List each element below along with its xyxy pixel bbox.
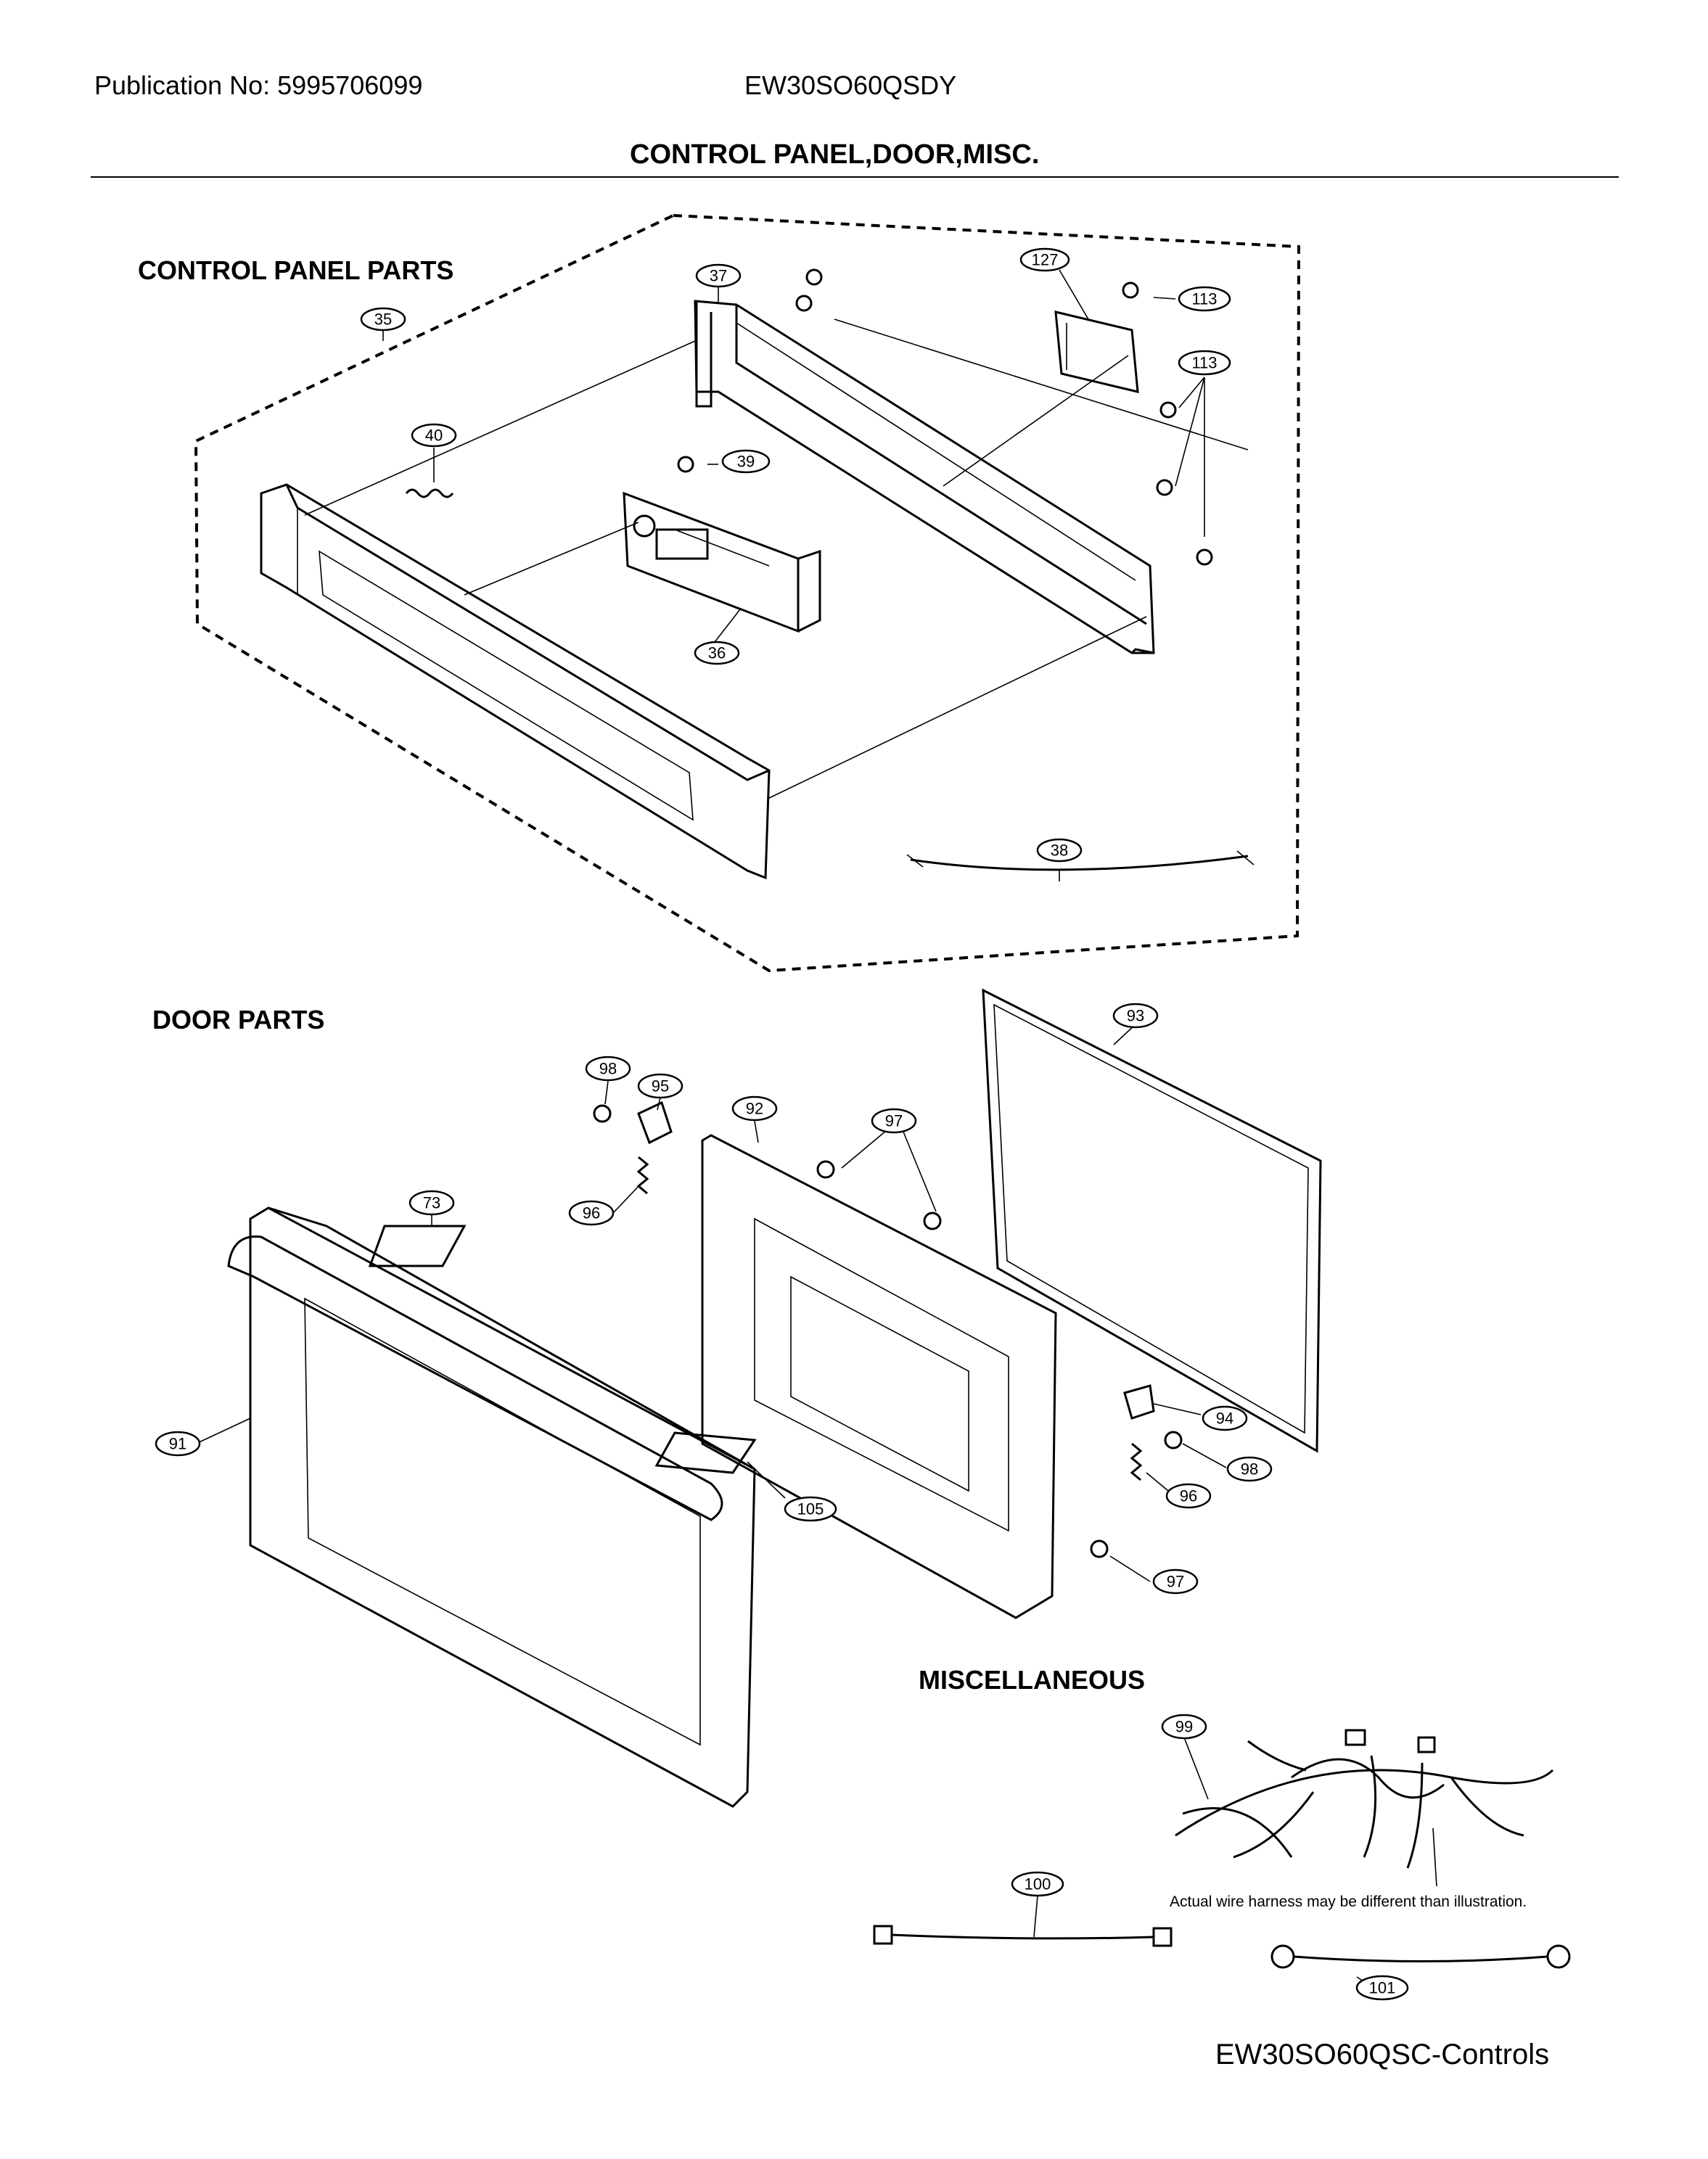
svg-text:37: 37 bbox=[710, 267, 727, 285]
svg-text:35: 35 bbox=[374, 311, 392, 329]
inner-door-liner bbox=[701, 1134, 1057, 1619]
callout-73: 73 bbox=[408, 1190, 455, 1216]
svg-text:93: 93 bbox=[1127, 1007, 1144, 1025]
callout-92: 92 bbox=[731, 1095, 778, 1122]
svg-text:98: 98 bbox=[1241, 1460, 1258, 1479]
guide-line bbox=[768, 616, 1147, 799]
callout-96-bottom: 96 bbox=[1165, 1483, 1212, 1509]
svg-text:36: 36 bbox=[708, 644, 726, 662]
callout-97-top: 97 bbox=[871, 1108, 917, 1134]
callout-93: 93 bbox=[1112, 1003, 1159, 1029]
svg-text:95: 95 bbox=[652, 1077, 669, 1095]
control-panel-leaders bbox=[382, 269, 1205, 881]
spring-part bbox=[405, 488, 454, 498]
svg-text:92: 92 bbox=[746, 1100, 763, 1118]
title-divider bbox=[91, 176, 1619, 178]
svg-text:101: 101 bbox=[1369, 1979, 1396, 1997]
callout-94: 94 bbox=[1202, 1405, 1248, 1431]
outer-door-panel bbox=[227, 1206, 756, 1808]
svg-text:94: 94 bbox=[1216, 1410, 1233, 1428]
svg-text:97: 97 bbox=[885, 1112, 903, 1130]
guide-line bbox=[304, 340, 696, 516]
publication-number: Publication No: 5995706099 bbox=[94, 70, 423, 100]
svg-text:127: 127 bbox=[1032, 251, 1059, 269]
label-part-73 bbox=[368, 1225, 467, 1267]
door-leaders bbox=[195, 1024, 1227, 1582]
callout-101: 101 bbox=[1355, 1975, 1409, 2001]
svg-text:40: 40 bbox=[425, 427, 443, 445]
guide-line bbox=[834, 318, 1249, 451]
wire-jumper-100 bbox=[873, 1925, 1173, 1947]
callout-127: 127 bbox=[1019, 247, 1070, 272]
guide-line bbox=[464, 522, 639, 596]
callout-96-top: 96 bbox=[568, 1200, 615, 1226]
svg-text:96: 96 bbox=[583, 1204, 600, 1222]
control-panel-back-bracket bbox=[694, 300, 1155, 654]
callout-97-bottom: 97 bbox=[1152, 1568, 1199, 1595]
control-switch-assembly bbox=[623, 491, 821, 633]
svg-text:96: 96 bbox=[1180, 1487, 1197, 1505]
control-panel-front bbox=[260, 483, 771, 880]
callout-99: 99 bbox=[1161, 1714, 1207, 1740]
section-title-control-panel: CONTROL PANEL PARTS bbox=[138, 255, 454, 285]
svg-text:98: 98 bbox=[599, 1060, 617, 1078]
callout-91: 91 bbox=[155, 1431, 201, 1457]
label-part-105 bbox=[654, 1431, 757, 1474]
svg-text:39: 39 bbox=[737, 453, 755, 471]
callout-36: 36 bbox=[694, 641, 740, 665]
callout-98-bottom: 98 bbox=[1226, 1456, 1273, 1482]
control-board bbox=[1054, 311, 1139, 393]
svg-text:97: 97 bbox=[1167, 1573, 1184, 1591]
section-title-door: DOOR PARTS bbox=[152, 1005, 325, 1035]
svg-text:73: 73 bbox=[423, 1194, 440, 1212]
callout-40: 40 bbox=[411, 423, 457, 448]
callout-105: 105 bbox=[784, 1496, 837, 1522]
diagram-id-footer: EW30SO60QSC-Controls bbox=[1215, 2039, 1550, 2070]
callout-37: 37 bbox=[695, 263, 742, 288]
section-title-misc: MISCELLANEOUS bbox=[919, 1665, 1146, 1695]
ground-wire-101 bbox=[1270, 1944, 1571, 1969]
callout-39: 39 bbox=[721, 449, 771, 474]
callout-113-right: 113 bbox=[1178, 350, 1231, 376]
main-wire-harness bbox=[1175, 1729, 1554, 1887]
svg-text:38: 38 bbox=[1051, 842, 1068, 860]
callout-38: 38 bbox=[1036, 838, 1083, 863]
model-number: EW30SO60QSDY bbox=[744, 70, 957, 100]
control-wire bbox=[906, 850, 1255, 871]
door-glass-frame bbox=[982, 988, 1322, 1453]
svg-text:99: 99 bbox=[1175, 1718, 1193, 1736]
svg-text:113: 113 bbox=[1191, 290, 1217, 308]
svg-text:100: 100 bbox=[1025, 1875, 1051, 1893]
control-panel-assembly-outline bbox=[194, 213, 1301, 973]
door-hardware bbox=[593, 1101, 1183, 1558]
page-title: CONTROL PANEL,DOOR,MISC. bbox=[630, 139, 1040, 170]
callout-95: 95 bbox=[637, 1073, 683, 1099]
callout-100: 100 bbox=[1011, 1871, 1064, 1897]
svg-text:105: 105 bbox=[797, 1500, 824, 1518]
callout-35: 35 bbox=[360, 307, 406, 332]
svg-text:91: 91 bbox=[169, 1435, 186, 1453]
control-panel-screws bbox=[677, 268, 1213, 566]
guide-line bbox=[943, 355, 1129, 487]
callout-113-top: 113 bbox=[1178, 286, 1231, 312]
svg-text:113: 113 bbox=[1191, 354, 1217, 372]
callout-98-top: 98 bbox=[585, 1056, 631, 1082]
harness-disclaimer-note: Actual wire harness may be different tha… bbox=[1170, 1893, 1527, 1910]
